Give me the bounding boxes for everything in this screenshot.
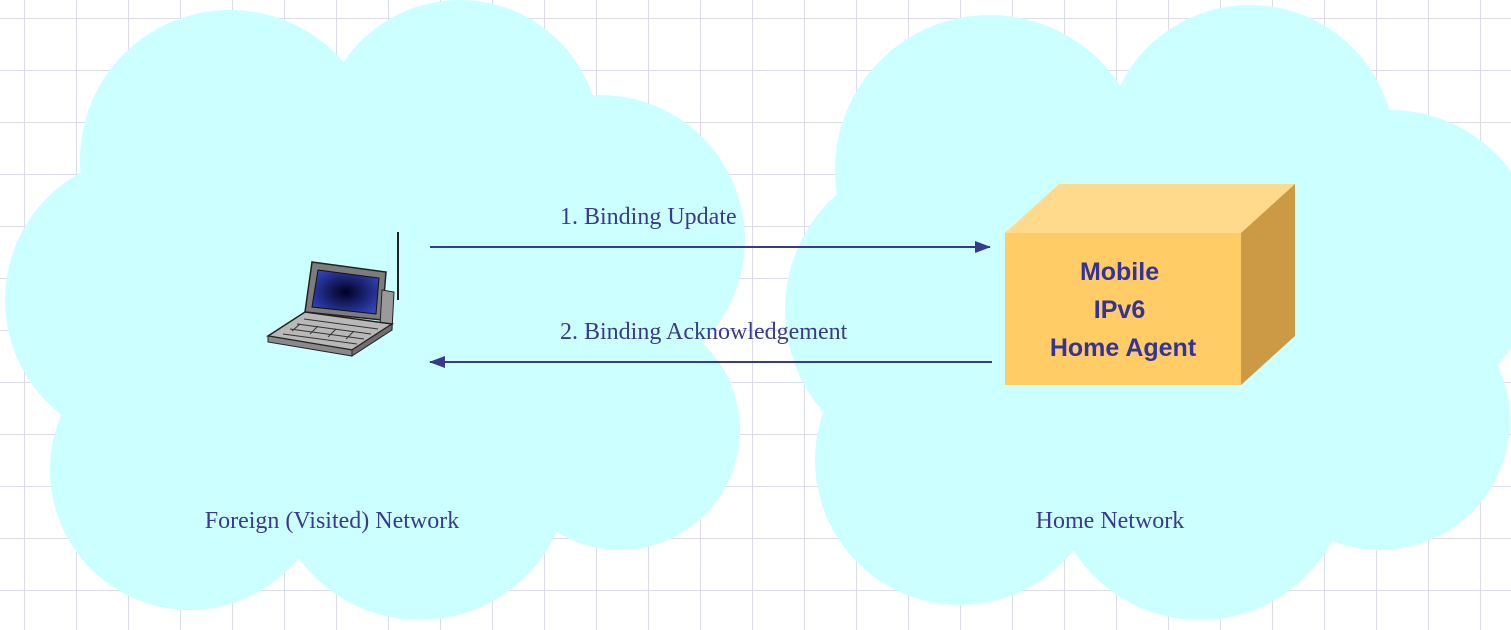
home-agent-label: Mobile IPv6 Home Agent [1050,258,1197,362]
home-agent-box-side [1241,184,1295,385]
home-agent-label-line-3: Home Agent [1050,334,1197,362]
laptop-icon [265,232,399,357]
binding-update-label: 1. Binding Update [560,204,737,230]
binding-update-message: 1. Binding Update [430,204,991,253]
home-agent-box: Mobile IPv6 Home Agent [1005,184,1295,385]
home-agent-box-front [1005,233,1241,385]
foreign-network-cloud: Foreign (Visited) Network [5,0,745,620]
home-agent-box-top [1005,184,1295,233]
home-agent-label-line-2: IPv6 [1094,296,1145,324]
foreign-network-label: Foreign (Visited) Network [205,508,460,534]
binding-acknowledgement-message: 2. Binding Acknowledgement [429,319,992,368]
binding-acknowledgement-label: 2. Binding Acknowledgement [560,319,848,345]
home-network-label: Home Network [1036,508,1185,534]
home-agent-label-line-1: Mobile [1080,258,1159,286]
